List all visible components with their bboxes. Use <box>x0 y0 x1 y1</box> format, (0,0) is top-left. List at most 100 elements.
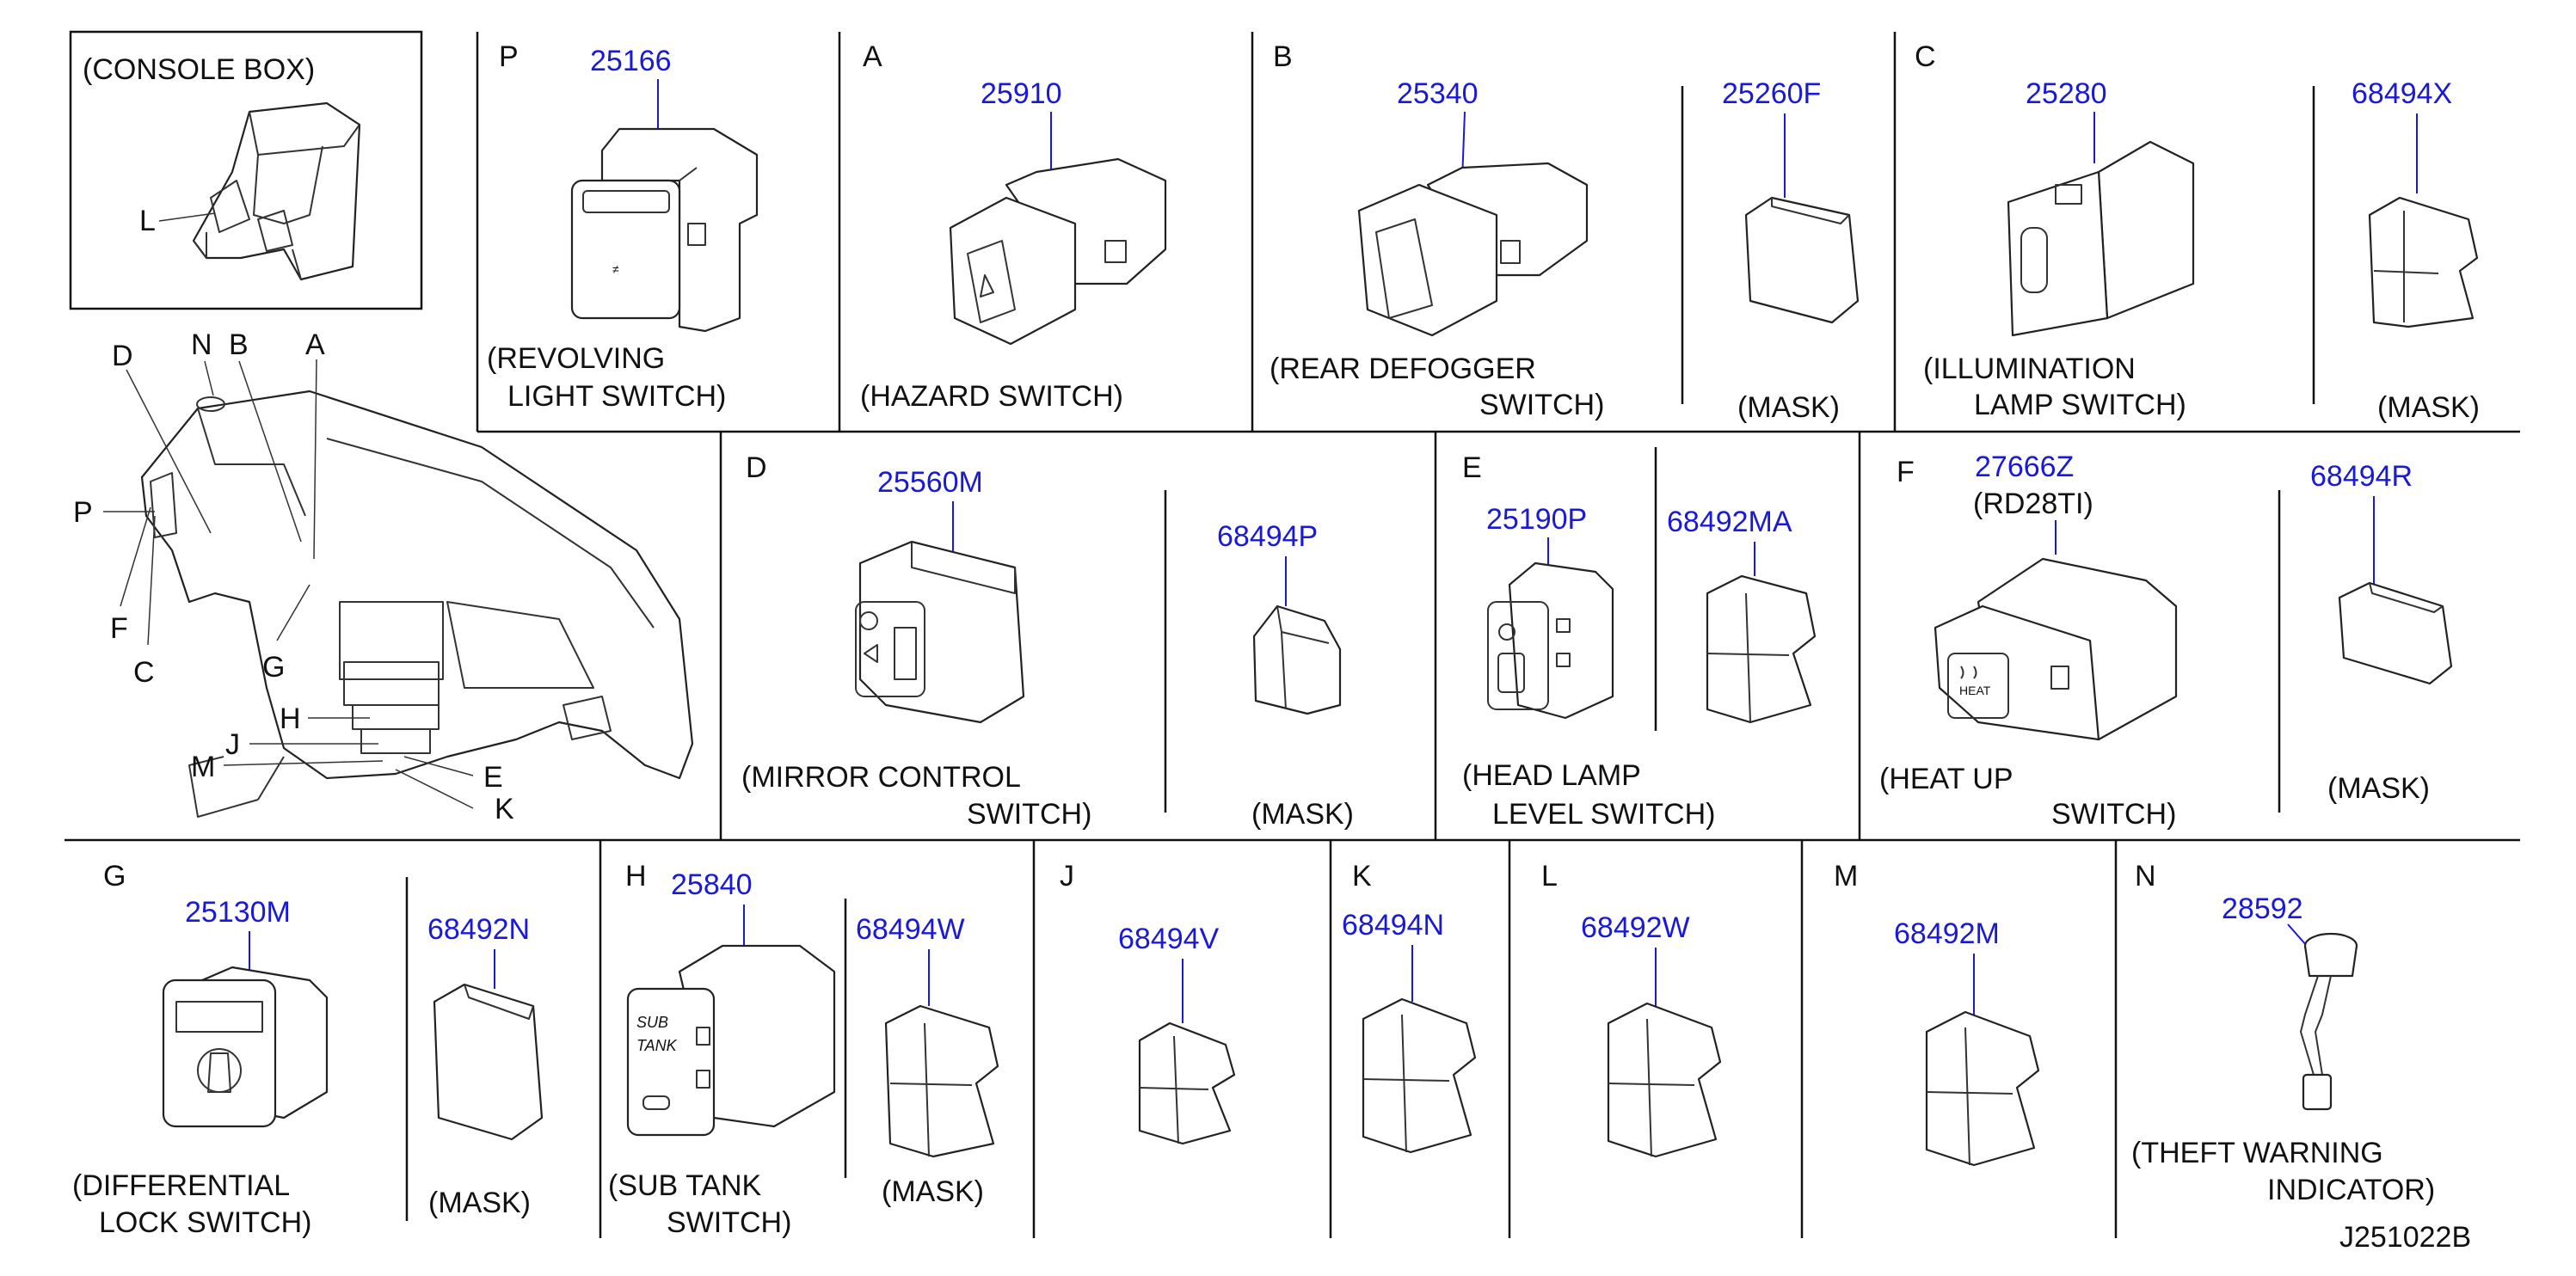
head-lamp-mask-drawing <box>1706 574 1817 724</box>
panel-f: F 27666Z (RD28TI) HEAT (HEAT UP SWITCH) … <box>1879 451 2453 831</box>
panel-l-part-number: 68492W <box>1581 911 1690 944</box>
panel-h-mask-caption: (MASK) <box>882 1175 984 1208</box>
panel-m-letter: M <box>1834 860 1858 893</box>
panel-a-letter: A <box>863 40 882 73</box>
differential-lock-switch-drawing <box>162 966 329 1128</box>
panel-m-part-number: 68492M <box>1894 917 2000 950</box>
callout-j: J <box>225 728 240 761</box>
panel-b-part-number: 25340 <box>1397 77 1479 110</box>
panel-h-caption-2: SWITCH) <box>667 1206 791 1239</box>
panel-g-letter: G <box>103 860 126 893</box>
panel-g-mask-part-number: 68492N <box>427 913 530 946</box>
panel-c-caption-2: LAMP SWITCH) <box>1974 389 2186 421</box>
callout-p: P <box>73 496 93 529</box>
panel-p-caption-1: (REVOLVING <box>487 342 665 375</box>
heat-up-switch-drawing: HEAT <box>1934 557 2178 741</box>
callout-b: B <box>229 328 249 361</box>
panel-j-letter: J <box>1060 860 1074 893</box>
panel-grid <box>65 30 2520 1238</box>
panel-f-mask-caption: (MASK) <box>2327 772 2430 805</box>
console-box-illustration <box>192 101 361 281</box>
panel-b-caption-2: SWITCH) <box>1479 389 1604 421</box>
panel-k-part-number: 68494N <box>1342 909 1444 942</box>
panel-p-caption-2: LIGHT SWITCH) <box>507 380 726 413</box>
panel-m: M 68492M <box>1834 860 2040 1167</box>
panel-f-part-number: 27666Z <box>1975 451 2074 483</box>
panel-f-caption-2: SWITCH) <box>2051 798 2176 831</box>
callout-c: C <box>133 656 155 689</box>
dashboard-overview: D N B A P F C G H J M E K <box>73 328 694 825</box>
callout-n: N <box>191 328 212 361</box>
console-callout-label: L <box>139 205 156 237</box>
panel-n-caption-2: INDICATOR) <box>2267 1174 2435 1206</box>
sub-tank-switch-drawing: SUB TANK <box>626 944 836 1137</box>
dashboard-callout-lines <box>103 359 474 809</box>
panel-p-letter: P <box>499 40 519 73</box>
panel-n-letter: N <box>2135 860 2156 893</box>
panel-k: K 68494N <box>1342 860 1477 1154</box>
panel-e-caption-2: LEVEL SWITCH) <box>1492 798 1715 831</box>
rear-defogger-switch-drawing <box>1357 162 1589 337</box>
panel-e: E 25190P (HEAD LAMP LEVEL SWITCH) 68492M… <box>1462 451 1817 831</box>
panel-b-mask-caption: (MASK) <box>1737 391 1840 424</box>
panel-f-letter: F <box>1897 456 1915 488</box>
heat-up-switch-face-text: HEAT <box>1959 684 1991 697</box>
panel-c: C 25280 (ILLUMINATION LAMP SWITCH) 68494… <box>1915 40 2480 424</box>
panel-d: D 25560M (MIRROR CONTROL SWITCH) 68494P … <box>741 451 1354 831</box>
panel-h-mask-part-number: 68494W <box>856 913 965 946</box>
panel-e-letter: E <box>1462 451 1482 484</box>
panel-h-caption-1: (SUB TANK <box>608 1169 762 1202</box>
panel-h-part-number: 25840 <box>671 868 753 901</box>
panel-c-letter: C <box>1915 40 1936 73</box>
panel-d-mask-caption: (MASK) <box>1251 798 1354 831</box>
panel-a-part-number: 25910 <box>981 77 1062 110</box>
panel-g-part-number: 25130M <box>185 896 291 929</box>
svg-text:≠: ≠ <box>612 262 619 276</box>
panel-n-part-number: 28592 <box>2222 893 2303 925</box>
callout-e: E <box>483 761 503 794</box>
panel-a: A 25910 (HAZARD SWITCH) <box>860 40 1167 413</box>
panel-e-part-number: 25190P <box>1486 503 1587 536</box>
mask-m-drawing <box>1925 1010 2040 1167</box>
panel-p: P 25166 ≠ (REVOLVING LIGHT SWITCH) <box>487 40 759 413</box>
illumination-mask-drawing <box>2368 196 2479 328</box>
illumination-lamp-switch-drawing <box>2007 140 2195 337</box>
sub-tank-mask-drawing <box>884 1004 999 1158</box>
panel-b-mask-part-number: 25260F <box>1722 77 1821 110</box>
hazard-switch-drawing <box>949 157 1167 346</box>
panel-d-part-number: 25560M <box>877 466 983 499</box>
mask-l-drawing <box>1607 1002 1722 1158</box>
panel-d-caption-1: (MIRROR CONTROL <box>741 761 1021 794</box>
panel-g-caption-1: (DIFFERENTIAL <box>72 1169 290 1202</box>
mirror-mask-drawing <box>1252 604 1342 715</box>
panel-b-letter: B <box>1273 40 1293 73</box>
callout-g: G <box>262 651 285 684</box>
panel-c-mask-caption: (MASK) <box>2377 391 2480 424</box>
panel-b-caption-1: (REAR DEFOGGER <box>1270 353 1536 385</box>
callout-k: K <box>495 793 514 825</box>
panel-f-mask-part-number: 68494R <box>2310 460 2413 493</box>
panel-a-caption: (HAZARD SWITCH) <box>860 380 1123 413</box>
panel-l-letter: L <box>1541 860 1558 893</box>
panel-n-caption-1: (THEFT WARNING <box>2131 1137 2383 1169</box>
callout-m: M <box>191 751 215 783</box>
panel-f-caption-1: (HEAT UP <box>1879 763 2013 795</box>
sub-tank-switch-face-text-2: TANK <box>636 1037 678 1054</box>
revolving-light-switch-drawing: ≠ <box>570 127 759 333</box>
panel-j: J 68494V <box>1060 860 1236 1145</box>
sub-tank-switch-face-text-1: SUB <box>636 1014 668 1031</box>
callout-d: D <box>112 340 133 372</box>
differential-lock-mask-drawing <box>433 983 544 1141</box>
mask-j-drawing <box>1138 1021 1236 1145</box>
panel-c-part-number: 25280 <box>2026 77 2107 110</box>
heat-up-mask-drawing <box>2338 581 2453 685</box>
panel-h: H 25840 SUB TANK (SUB TANK SWITCH) 68494… <box>608 860 999 1239</box>
callout-a: A <box>305 328 325 361</box>
panel-e-caption-1: (HEAD LAMP <box>1462 759 1641 792</box>
panel-h-letter: H <box>625 860 647 893</box>
rear-defogger-mask-drawing <box>1744 196 1860 324</box>
panel-c-caption-1: (ILLUMINATION <box>1923 353 2136 385</box>
console-box-title: (CONSOLE BOX) <box>83 53 315 86</box>
panel-j-part-number: 68494V <box>1118 923 1220 955</box>
